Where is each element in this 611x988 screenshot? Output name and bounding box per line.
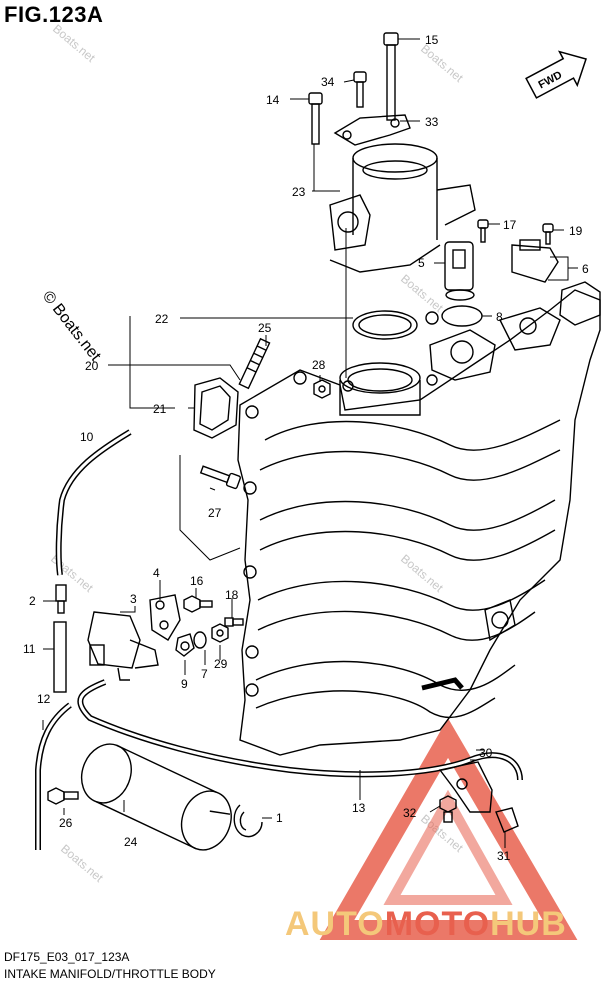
- screw-17: [477, 219, 489, 243]
- callout-4: 4: [153, 566, 160, 580]
- watermark-repeat: Boats.net: [50, 22, 98, 66]
- callout-16: 16: [190, 574, 204, 588]
- connector-2: [55, 584, 67, 614]
- hose-clip-1: [233, 804, 263, 838]
- o-ring-8: [441, 305, 483, 327]
- bolt-14: [308, 92, 323, 145]
- collar-7: [193, 631, 207, 649]
- hose-10: [55, 429, 132, 576]
- watermark-repeat: Boats.net: [58, 842, 106, 886]
- bracket-30: [438, 761, 493, 813]
- callout-labels: 15 34 14 33 23 17 19 5 6 8 22 25 20 28 2…: [23, 33, 589, 863]
- parts-drawing: [35, 32, 601, 851]
- callout-14: 14: [266, 93, 280, 107]
- callout-33: 33: [425, 115, 439, 129]
- hose-11: [53, 621, 67, 693]
- grommet-9: [175, 633, 195, 657]
- figure-title: FIG.123A: [4, 2, 104, 27]
- callout-32: 32: [403, 806, 417, 820]
- callout-19: 19: [569, 224, 583, 238]
- bolt-15: [383, 32, 399, 121]
- sensor-6: [511, 239, 559, 283]
- callout-23: 23: [292, 185, 306, 199]
- callout-20: 20: [85, 359, 99, 373]
- callout-13: 13: [352, 801, 366, 815]
- callout-7: 7: [201, 667, 208, 681]
- sensor-5: [444, 241, 475, 301]
- brand-wordmark: AUTOMOTOHUB: [285, 905, 567, 944]
- watermark-repeat: Boats.net: [398, 272, 446, 316]
- bracket-4: [149, 594, 181, 641]
- bolt-26: [47, 787, 79, 805]
- watermark-layer: © Boats.net Boats.net Boats.net Boats.ne…: [39, 22, 467, 886]
- callout-10: 10: [80, 430, 94, 444]
- screw-19: [542, 223, 554, 245]
- intake-manifold: [237, 281, 601, 756]
- canister-24: [80, 743, 232, 851]
- bolt-34: [353, 71, 367, 108]
- callout-25: 25: [258, 321, 272, 335]
- callout-5: 5: [418, 256, 425, 270]
- brand-triangle-logo: [319, 718, 578, 940]
- callout-29: 29: [214, 657, 228, 671]
- callout-2: 2: [29, 594, 36, 608]
- bolt-16: [183, 595, 213, 613]
- callout-26: 26: [59, 816, 73, 830]
- callout-9: 9: [181, 677, 188, 691]
- callout-31: 31: [497, 849, 511, 863]
- gasket-22: [352, 310, 439, 340]
- leader-lines: [42, 38, 578, 848]
- nut-28: [313, 379, 331, 399]
- callout-15: 15: [425, 33, 439, 47]
- watermark-main: © Boats.net: [39, 288, 104, 365]
- callout-1: 1: [276, 811, 283, 825]
- figure-name: INTAKE MANIFOLD/THROTTLE BODY: [4, 967, 216, 981]
- callout-27: 27: [208, 506, 222, 520]
- callout-22: 22: [155, 312, 169, 326]
- callout-28: 28: [312, 358, 326, 372]
- brand-part-moto: MOTO: [384, 905, 491, 943]
- bolt-18: [224, 617, 244, 627]
- clip-31: [495, 807, 519, 833]
- bolt-27: [199, 465, 241, 490]
- stud-25: [238, 337, 271, 390]
- callout-34: 34: [321, 75, 335, 89]
- callout-21: 21: [153, 402, 167, 416]
- callout-17: 17: [503, 218, 517, 232]
- bracket-33: [333, 114, 411, 146]
- brand-part-auto: AUTO: [285, 905, 385, 943]
- callout-30: 30: [479, 746, 493, 760]
- callout-12: 12: [37, 692, 51, 706]
- figure-code: DF175_E03_017_123A: [4, 950, 130, 964]
- throttle-body: [329, 143, 476, 273]
- callout-18: 18: [225, 588, 239, 602]
- gasket-21: [193, 377, 239, 439]
- callout-11: 11: [23, 642, 36, 656]
- watermark-repeat: Boats.net: [418, 42, 466, 86]
- solenoid-valve-3: [87, 611, 159, 681]
- callout-6: 6: [582, 262, 589, 276]
- brand-part-hub: HUB: [490, 905, 567, 943]
- bolt-32: [439, 795, 457, 823]
- forward-direction-arrow: FWD: [525, 50, 587, 99]
- callout-3: 3: [130, 592, 137, 606]
- callout-24: 24: [124, 835, 138, 849]
- callout-8: 8: [496, 310, 503, 324]
- nut-29: [211, 623, 229, 643]
